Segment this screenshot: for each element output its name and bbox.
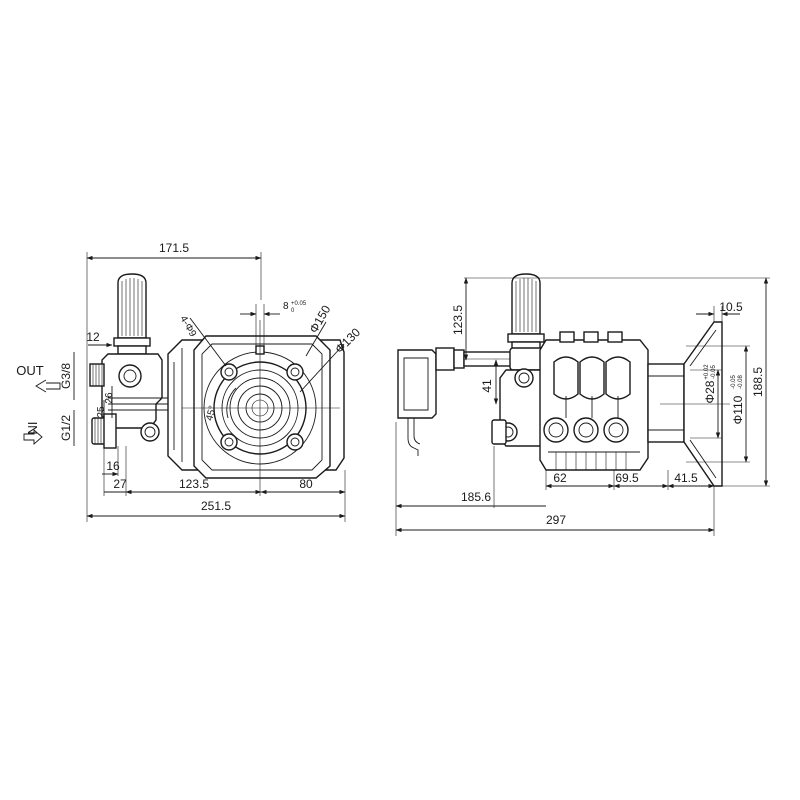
dim-16: 16 bbox=[106, 459, 120, 473]
inlet-fitting bbox=[91, 413, 117, 449]
front-view: 171.5 251.5 123.5 80 27 16 12 26 25 8 +0… bbox=[16, 241, 363, 522]
dim-69-5: 69.5 bbox=[615, 471, 639, 485]
dim-297: 297 bbox=[546, 513, 566, 527]
dim-171-5: 171.5 bbox=[159, 241, 189, 255]
dim-26: 26 bbox=[104, 392, 115, 404]
dim-25: 25 bbox=[96, 406, 107, 418]
dim-41-5: 41.5 bbox=[674, 471, 698, 485]
dim-188-5: 188.5 bbox=[751, 367, 765, 397]
phi-150: Φ150 bbox=[306, 303, 333, 336]
regulator-knob bbox=[113, 273, 151, 355]
keyway-tol-lower: 0 bbox=[291, 308, 295, 314]
angle-45: 45° bbox=[204, 405, 219, 422]
dim-185-6: 185.6 bbox=[461, 490, 491, 504]
bolt-hole-callout: 4-Φ9 bbox=[177, 314, 198, 339]
out-label: OUT bbox=[16, 363, 44, 378]
dim-251-5: 251.5 bbox=[201, 499, 231, 513]
dim-62: 62 bbox=[553, 471, 567, 485]
bypass-tube bbox=[463, 347, 551, 371]
keyway-dim: 8 bbox=[283, 301, 289, 312]
in-thread: G1/2 bbox=[59, 415, 73, 441]
out-arrow-icon bbox=[35, 379, 61, 393]
dim-123-5-front: 123.5 bbox=[179, 477, 209, 491]
shaft-diameter: Φ28 bbox=[703, 380, 717, 403]
mounting-flange bbox=[182, 320, 340, 496]
dim-27: 27 bbox=[113, 477, 127, 491]
dim-10-5: 10.5 bbox=[719, 300, 743, 314]
out-thread: G3/8 bbox=[59, 363, 73, 389]
flow-arrows bbox=[23, 379, 61, 445]
shaft-tol-lower: -0.05 bbox=[711, 365, 717, 379]
keyway-tol-upper: +0.05 bbox=[291, 301, 307, 307]
dim-80: 80 bbox=[299, 477, 313, 491]
in-label: IN bbox=[25, 422, 40, 435]
side-manifold bbox=[491, 368, 551, 447]
side-regulator-knob bbox=[507, 273, 545, 351]
in-arrow-icon bbox=[23, 429, 43, 445]
side-dimension-lines bbox=[395, 277, 770, 536]
flange-diameter: Φ110 bbox=[731, 395, 745, 424]
front-dimension-lines bbox=[73, 252, 346, 522]
dim-41: 41 bbox=[480, 379, 494, 393]
crankcase-body bbox=[539, 331, 649, 471]
pressure-switch-box bbox=[397, 347, 465, 456]
side-view: 123.5 41 10.5 188.5 Φ28 +0.02 -0.05 Φ110… bbox=[395, 273, 770, 536]
phi-130: Φ130 bbox=[332, 325, 363, 356]
outlet-fitting bbox=[89, 363, 105, 387]
flange-tol-upper: -0.05 bbox=[731, 375, 737, 389]
flange-tol-lower: -0.08 bbox=[738, 375, 744, 389]
dim-123-5-side: 123.5 bbox=[451, 305, 465, 335]
manifold-block bbox=[101, 353, 168, 442]
shaft-tol-upper: +0.02 bbox=[704, 364, 710, 380]
dim-12: 12 bbox=[86, 330, 100, 344]
